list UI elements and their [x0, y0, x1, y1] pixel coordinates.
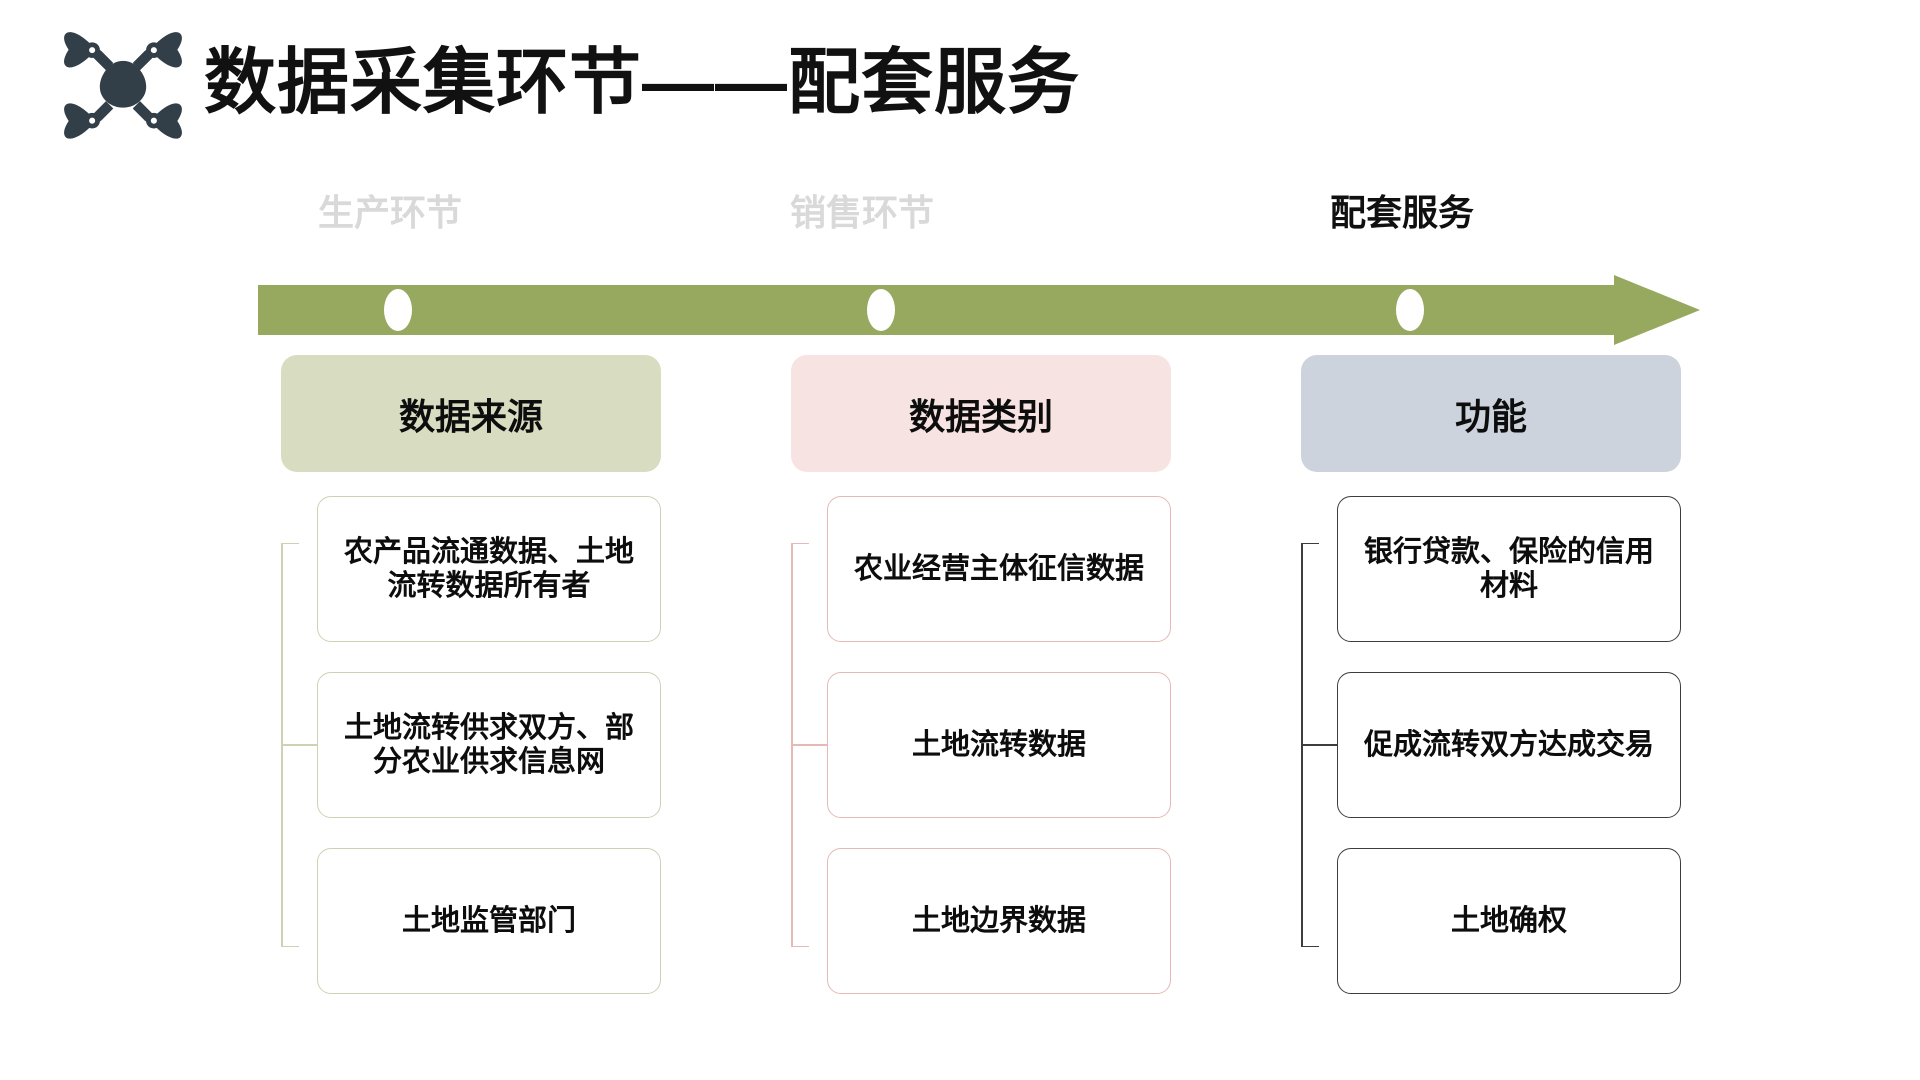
- page-title: 数据采集环节——配套服务: [204, 43, 1081, 123]
- column-header-data-source[interactable]: 数据来源: [281, 355, 661, 472]
- card-text: 农业经营主体征信数据: [853, 552, 1144, 585]
- bracket-connector-1: [281, 543, 317, 947]
- card-item[interactable]: 土地流转供求双方、部分农业供求信息网: [317, 672, 661, 818]
- timeline-stage-label-1[interactable]: 生产环节: [318, 192, 463, 233]
- card-text: 土地边界数据: [911, 904, 1086, 937]
- card-item[interactable]: 农产品流通数据、土地流转数据所有者: [317, 496, 661, 642]
- card-item[interactable]: 促成流转双方达成交易: [1337, 672, 1681, 818]
- timeline-arrow: [258, 275, 1700, 345]
- column-header-function[interactable]: 功能: [1301, 355, 1681, 472]
- card-item[interactable]: 农业经营主体征信数据: [827, 496, 1171, 642]
- card-text: 土地流转数据: [911, 728, 1086, 761]
- card-item[interactable]: 土地边界数据: [827, 848, 1171, 994]
- card-list-function: 银行贷款、保险的信用材料 促成流转双方达成交易 土地确权: [1301, 496, 1681, 994]
- card-item[interactable]: 土地流转数据: [827, 672, 1171, 818]
- card-text: 土地确权: [1450, 904, 1567, 937]
- slide-header: 数据采集环节——配套服务: [60, 18, 1080, 144]
- timeline-stage-label-2[interactable]: 销售环节: [790, 192, 935, 233]
- card-text: 农产品流通数据、土地流转数据所有者: [343, 535, 634, 602]
- column-function: 功能 银行贷款、保险的信用材料 促成流转双方达成交易 土地确权: [1301, 355, 1681, 994]
- drone-icon: [64, 32, 182, 139]
- column-data-category: 数据类别 农业经营主体征信数据 土地流转数据 土地边界数据: [791, 355, 1171, 994]
- column-header-data-category[interactable]: 数据类别: [791, 355, 1171, 472]
- timeline-stage-label-3[interactable]: 配套服务: [1330, 192, 1475, 233]
- timeline-marker-1: [384, 289, 412, 331]
- card-item[interactable]: 银行贷款、保险的信用材料: [1337, 496, 1681, 642]
- card-list-data-category: 农业经营主体征信数据 土地流转数据 土地边界数据: [791, 496, 1171, 994]
- timeline-marker-2: [867, 289, 895, 331]
- column-data-source: 数据来源 农产品流通数据、土地流转数据所有者 土地流转供求双方、部分农业供求信息…: [281, 355, 661, 994]
- bracket-connector-3: [1301, 543, 1337, 947]
- card-text: 土地流转供求双方、部分农业供求信息网: [343, 711, 634, 778]
- card-item[interactable]: 土地监管部门: [317, 848, 661, 994]
- card-text: 土地监管部门: [401, 904, 576, 937]
- stage-timeline: 生产环节 销售环节 配套服务: [0, 195, 1920, 355]
- timeline-marker-3: [1396, 289, 1424, 331]
- bracket-connector-2: [791, 543, 827, 947]
- card-text: 银行贷款、保险的信用材料: [1363, 535, 1654, 602]
- card-text: 促成流转双方达成交易: [1363, 728, 1654, 761]
- card-item[interactable]: 土地确权: [1337, 848, 1681, 994]
- content-columns: 数据来源 农产品流通数据、土地流转数据所有者 土地流转供求双方、部分农业供求信息…: [0, 355, 1920, 1055]
- card-list-data-source: 农产品流通数据、土地流转数据所有者 土地流转供求双方、部分农业供求信息网 土地监…: [281, 496, 661, 994]
